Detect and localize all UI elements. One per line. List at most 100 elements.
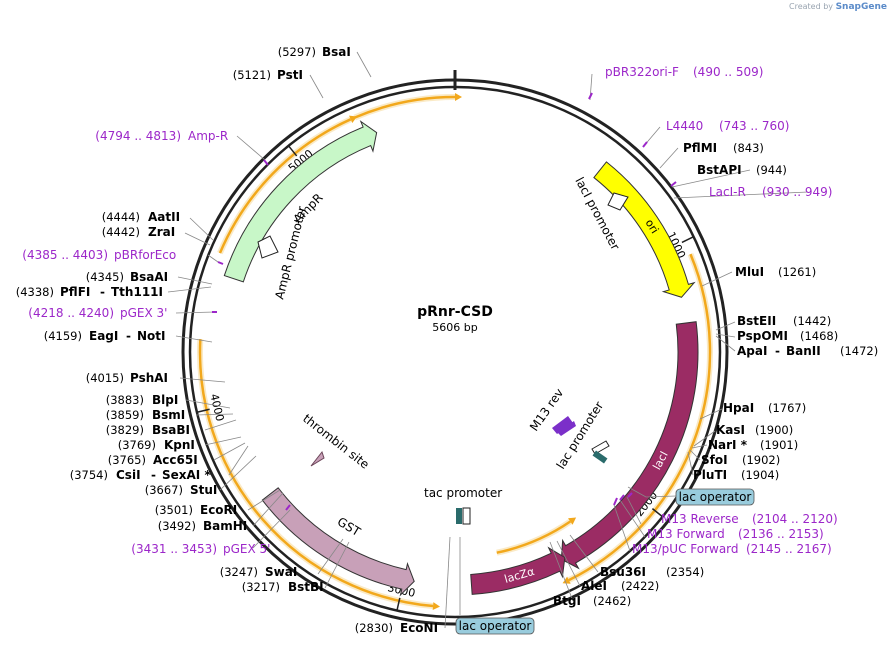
site-zrai[interactable]: ZraI: [148, 225, 175, 239]
primer-mark-pgex5: [285, 504, 291, 511]
site-pluti[interactable]: PluTI: [693, 468, 727, 482]
site-pos-aatii: (4444): [102, 210, 140, 224]
site-pos-pluti: (1904): [741, 468, 779, 482]
site-pos-blpi: (3883): [106, 393, 144, 407]
orf-arcs: [197, 93, 713, 611]
site-pos-btgi: (2462): [593, 594, 631, 608]
site-sep-eagi: -: [126, 329, 131, 343]
site-pspomi[interactable]: PspOMI: [737, 329, 788, 343]
site-bsu36i[interactable]: Bsu36I: [600, 565, 646, 579]
site-bsteii[interactable]: BstEII: [737, 314, 776, 328]
site-pos-alei: (2422): [621, 579, 659, 593]
site-pos-bsaai: (4345): [86, 270, 124, 284]
plasmid-length: 5606 bp: [432, 321, 477, 334]
primer-mark-l4440: [642, 141, 648, 148]
lac-operator-mark-b: [592, 450, 608, 464]
primer-laci-r[interactable]: LacI-R: [709, 185, 746, 199]
site-sexai[interactable]: SexAI *: [162, 468, 211, 482]
orf-laci-arrowhead: [562, 576, 571, 584]
feature-ampR[interactable]: [223, 120, 378, 283]
site-bstapi[interactable]: BstAPI: [697, 163, 742, 177]
credit-prefix: Created by: [789, 2, 834, 11]
site-psti[interactable]: PstI: [277, 68, 303, 82]
site-pos-apai: (1472): [840, 344, 878, 358]
site-acc65i[interactable]: Acc65I: [153, 453, 198, 467]
backbone: [181, 70, 729, 626]
site-alei[interactable]: AleI: [581, 579, 607, 593]
primer-m13-reverse[interactable]: M13 Reverse: [661, 512, 739, 526]
site-econi[interactable]: EcoNI: [400, 621, 438, 635]
tick-2000: [651, 508, 664, 518]
primer-mark-laci-r: [670, 181, 677, 187]
primer-m13-forward[interactable]: M13 Forward: [647, 527, 725, 541]
site-tth111i[interactable]: Tth111I: [111, 285, 163, 299]
primer-range-pgex3: (4218 .. 4240): [28, 306, 114, 320]
tac-promoter-box: [462, 507, 471, 525]
site-pos-eagi: (4159): [44, 329, 82, 343]
snapgene-credit: Created by SnapGene: [789, 2, 887, 12]
primer-range-amp-r: (4794 .. 4813): [95, 129, 181, 143]
site-sep-pflfi: -: [100, 285, 105, 299]
site-nari[interactable]: NarI *: [708, 438, 748, 452]
lac-operator-badge-bottom[interactable]: lac operator: [455, 617, 535, 635]
site-bsaai[interactable]: BsaAI: [130, 270, 168, 284]
site-pos-csii: (3754): [70, 468, 108, 482]
primer-mark-m13-forward: [619, 494, 625, 501]
primer-mark-m13-reverse: [627, 492, 633, 498]
site-blpi[interactable]: BlpI: [152, 393, 178, 407]
primer-pbr322ori-f[interactable]: pBR322ori-F: [605, 65, 679, 79]
site-pos-bsu36i: (2354): [666, 565, 704, 579]
site-banii[interactable]: BanII: [786, 344, 821, 358]
feature-lacZa[interactable]: [470, 546, 566, 595]
lac-operator-label-2: lac operator: [459, 619, 532, 633]
primer-m13puc-forward[interactable]: M13/pUC Forward: [632, 542, 739, 556]
site-stui[interactable]: StuI: [190, 483, 217, 497]
site-pos-bsai: (5297): [278, 45, 316, 59]
site-pflmi[interactable]: PflMI: [683, 141, 717, 155]
site-ecori[interactable]: EcoRI: [200, 503, 237, 517]
laci-promoter-arrow: [607, 192, 629, 211]
primer-amp-r[interactable]: Amp-R: [188, 129, 228, 143]
lac-operator-badge-right[interactable]: lac operator: [675, 488, 755, 506]
site-sfoi[interactable]: SfoI: [701, 453, 728, 467]
site-pos-nari: (1901): [760, 438, 798, 452]
primer-markers: [212, 92, 677, 511]
plasmid-name: pRnr-CSD: [417, 304, 493, 320]
site-bsai[interactable]: BsaI: [322, 45, 351, 59]
site-pos-stui: (3667): [145, 483, 183, 497]
site-sep-csii: -: [151, 468, 156, 482]
site-apai[interactable]: ApaI: [737, 344, 767, 358]
site-kpni[interactable]: KpnI: [164, 438, 195, 452]
site-pos-bsabi: (3829): [106, 423, 144, 437]
site-pos-hpai: (1767): [768, 401, 806, 415]
primer-pgex5[interactable]: pGEX 5': [223, 542, 270, 556]
site-pflfi[interactable]: PflFI: [60, 285, 90, 299]
site-pos-pflmi: (843): [733, 141, 764, 155]
site-aatii[interactable]: AatII: [148, 210, 180, 224]
site-pshai[interactable]: PshAI: [130, 371, 168, 385]
site-swai[interactable]: SwaI: [265, 565, 297, 579]
m13-rev-arrow-2: [558, 421, 576, 436]
site-pos-acc65i: (3765): [108, 453, 146, 467]
site-pos-swai: (3247): [220, 565, 258, 579]
primer-l4440[interactable]: L4440: [666, 119, 703, 133]
primer-pbrforeco[interactable]: pBRforEco: [114, 248, 176, 262]
site-mlui[interactable]: MluI: [735, 265, 764, 279]
primer-range-pgex5: (3431 .. 3453): [131, 542, 217, 556]
site-btgi[interactable]: BtgI: [553, 594, 581, 608]
primer-mark-amp-r: [263, 159, 269, 166]
feature-gst[interactable]: [261, 487, 415, 597]
site-bsabi[interactable]: BsaBI: [152, 423, 190, 437]
site-sep-apai: -: [775, 344, 780, 358]
site-pos-pshai: (4015): [86, 371, 124, 385]
site-csii[interactable]: CsiI: [116, 468, 141, 482]
primer-pgex3[interactable]: pGEX 3': [120, 306, 167, 320]
site-bamhi[interactable]: BamHI: [203, 519, 247, 533]
feature-label-ori: ori: [643, 217, 662, 236]
site-eagi[interactable]: EagI: [89, 329, 118, 343]
site-bsmi[interactable]: BsmI: [152, 408, 185, 422]
site-bstbi[interactable]: BstBI: [288, 580, 324, 594]
site-noti[interactable]: NotI: [137, 329, 166, 343]
site-kasi[interactable]: KasI: [716, 423, 745, 437]
site-hpai[interactable]: HpaI: [723, 401, 754, 415]
